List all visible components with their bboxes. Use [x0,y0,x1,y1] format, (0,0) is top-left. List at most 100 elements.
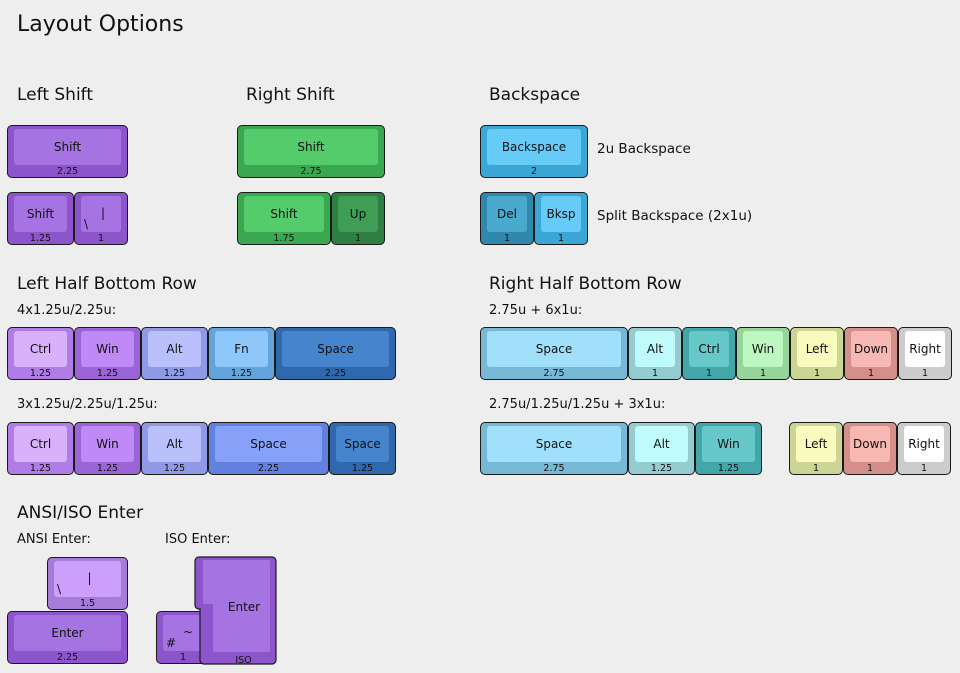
key-label: Ctrl [29,342,52,356]
keycap-top: Del [487,196,527,232]
key-size-label: 1.25 [163,463,186,474]
keycap-top: Ctrl [14,331,67,367]
iso-enter-caption: ISO Enter: [165,532,231,547]
key-label: Backspace [501,140,567,154]
keycap-top: Alt [635,426,688,462]
keycap-top: Space [487,331,621,367]
keycap-top: Backspace [487,129,581,165]
key-size-label: 2.75 [543,463,565,474]
key-label: Del [497,207,517,221]
keycap-top: Down [850,426,890,462]
key-size-label: 1 [705,368,713,379]
keycap-top: Win [702,426,755,462]
key-base-legend: # [166,636,177,650]
keycap-top: Alt [635,331,675,367]
right-bottom-option-1-caption: 2.75u + 6x1u: [489,303,583,318]
key-label: Win [96,437,119,451]
key-shift-legend: | [101,206,106,220]
key-size-label: 1 [97,233,105,244]
key-label: Shift [270,207,298,221]
key-label: Space [344,437,381,451]
keycap-top: Win [81,426,134,462]
key-size-label: 2.25 [257,463,280,474]
key-size-label: 1 [651,368,659,379]
keycap-top: Down [851,331,891,367]
key-size-label: 2 [530,166,538,177]
key-size-label: 1.25 [29,368,52,379]
keycap-top: Left [797,331,837,367]
keycap-top: Shift [14,129,121,165]
key-size-label: 1 [921,368,929,379]
key-size-label: 1 [812,463,820,474]
keycap-top: Alt [148,331,201,367]
key-size-label: 1.25 [351,463,374,474]
key-backslash[interactable]: |\1.5 [47,557,128,610]
key-ctrl[interactable]: Ctrl 1.25 [7,327,74,380]
keycap-top: Bksp [541,196,581,232]
key--[interactable]: |\1 [74,192,128,245]
backspace-option-1-description: 2u Backspace [597,141,691,157]
key-size-label: 2.25 [56,166,79,177]
iso-enter-label: Enter [227,600,261,614]
left-bottom-option-1-caption: 4x1.25u/2.25u: [17,303,117,318]
key-size-label: 1.25 [717,463,740,474]
key-shift-legend: | [87,571,92,585]
keycap-top: Up [338,196,378,232]
iso-enter-shape[interactable] [155,556,280,668]
keycap-top: Right [904,426,944,462]
key-label: Left [805,342,829,356]
keycap-top: Right [905,331,945,367]
left-bottom-heading: Left Half Bottom Row [17,274,197,294]
backspace-option-2-description: Split Backspace (2x1u) [597,208,753,224]
keycap-top: Space [215,426,322,462]
key-label: Alt [166,342,183,356]
key-size-label: 1.25 [163,368,186,379]
key-size-label: 2.25 [324,368,347,379]
keycap-top: Win [743,331,783,367]
keycap-top: Enter [14,615,121,651]
keycap-top: |\ [54,561,121,597]
key-size-label: 1 [759,368,767,379]
key-label: Shift [26,207,55,221]
key-space[interactable]: Space 1.25 [329,422,396,475]
keycap-top: Space [282,331,389,367]
key-alt[interactable]: Alt 1.25 [141,327,208,380]
key-size-label: 2.75 [543,368,565,379]
keycap-top: ~# [163,615,203,651]
key-size-label: 1 [866,463,874,474]
enter-heading: ANSI/ISO Enter [17,503,144,523]
key-shift-legend: ~ [183,625,194,639]
key-size-label: 1 [557,233,565,244]
key-backspace[interactable]: Backspace 2 [480,125,588,178]
left-shift-heading: Left Shift [17,85,94,105]
key-label: Win [96,342,119,356]
